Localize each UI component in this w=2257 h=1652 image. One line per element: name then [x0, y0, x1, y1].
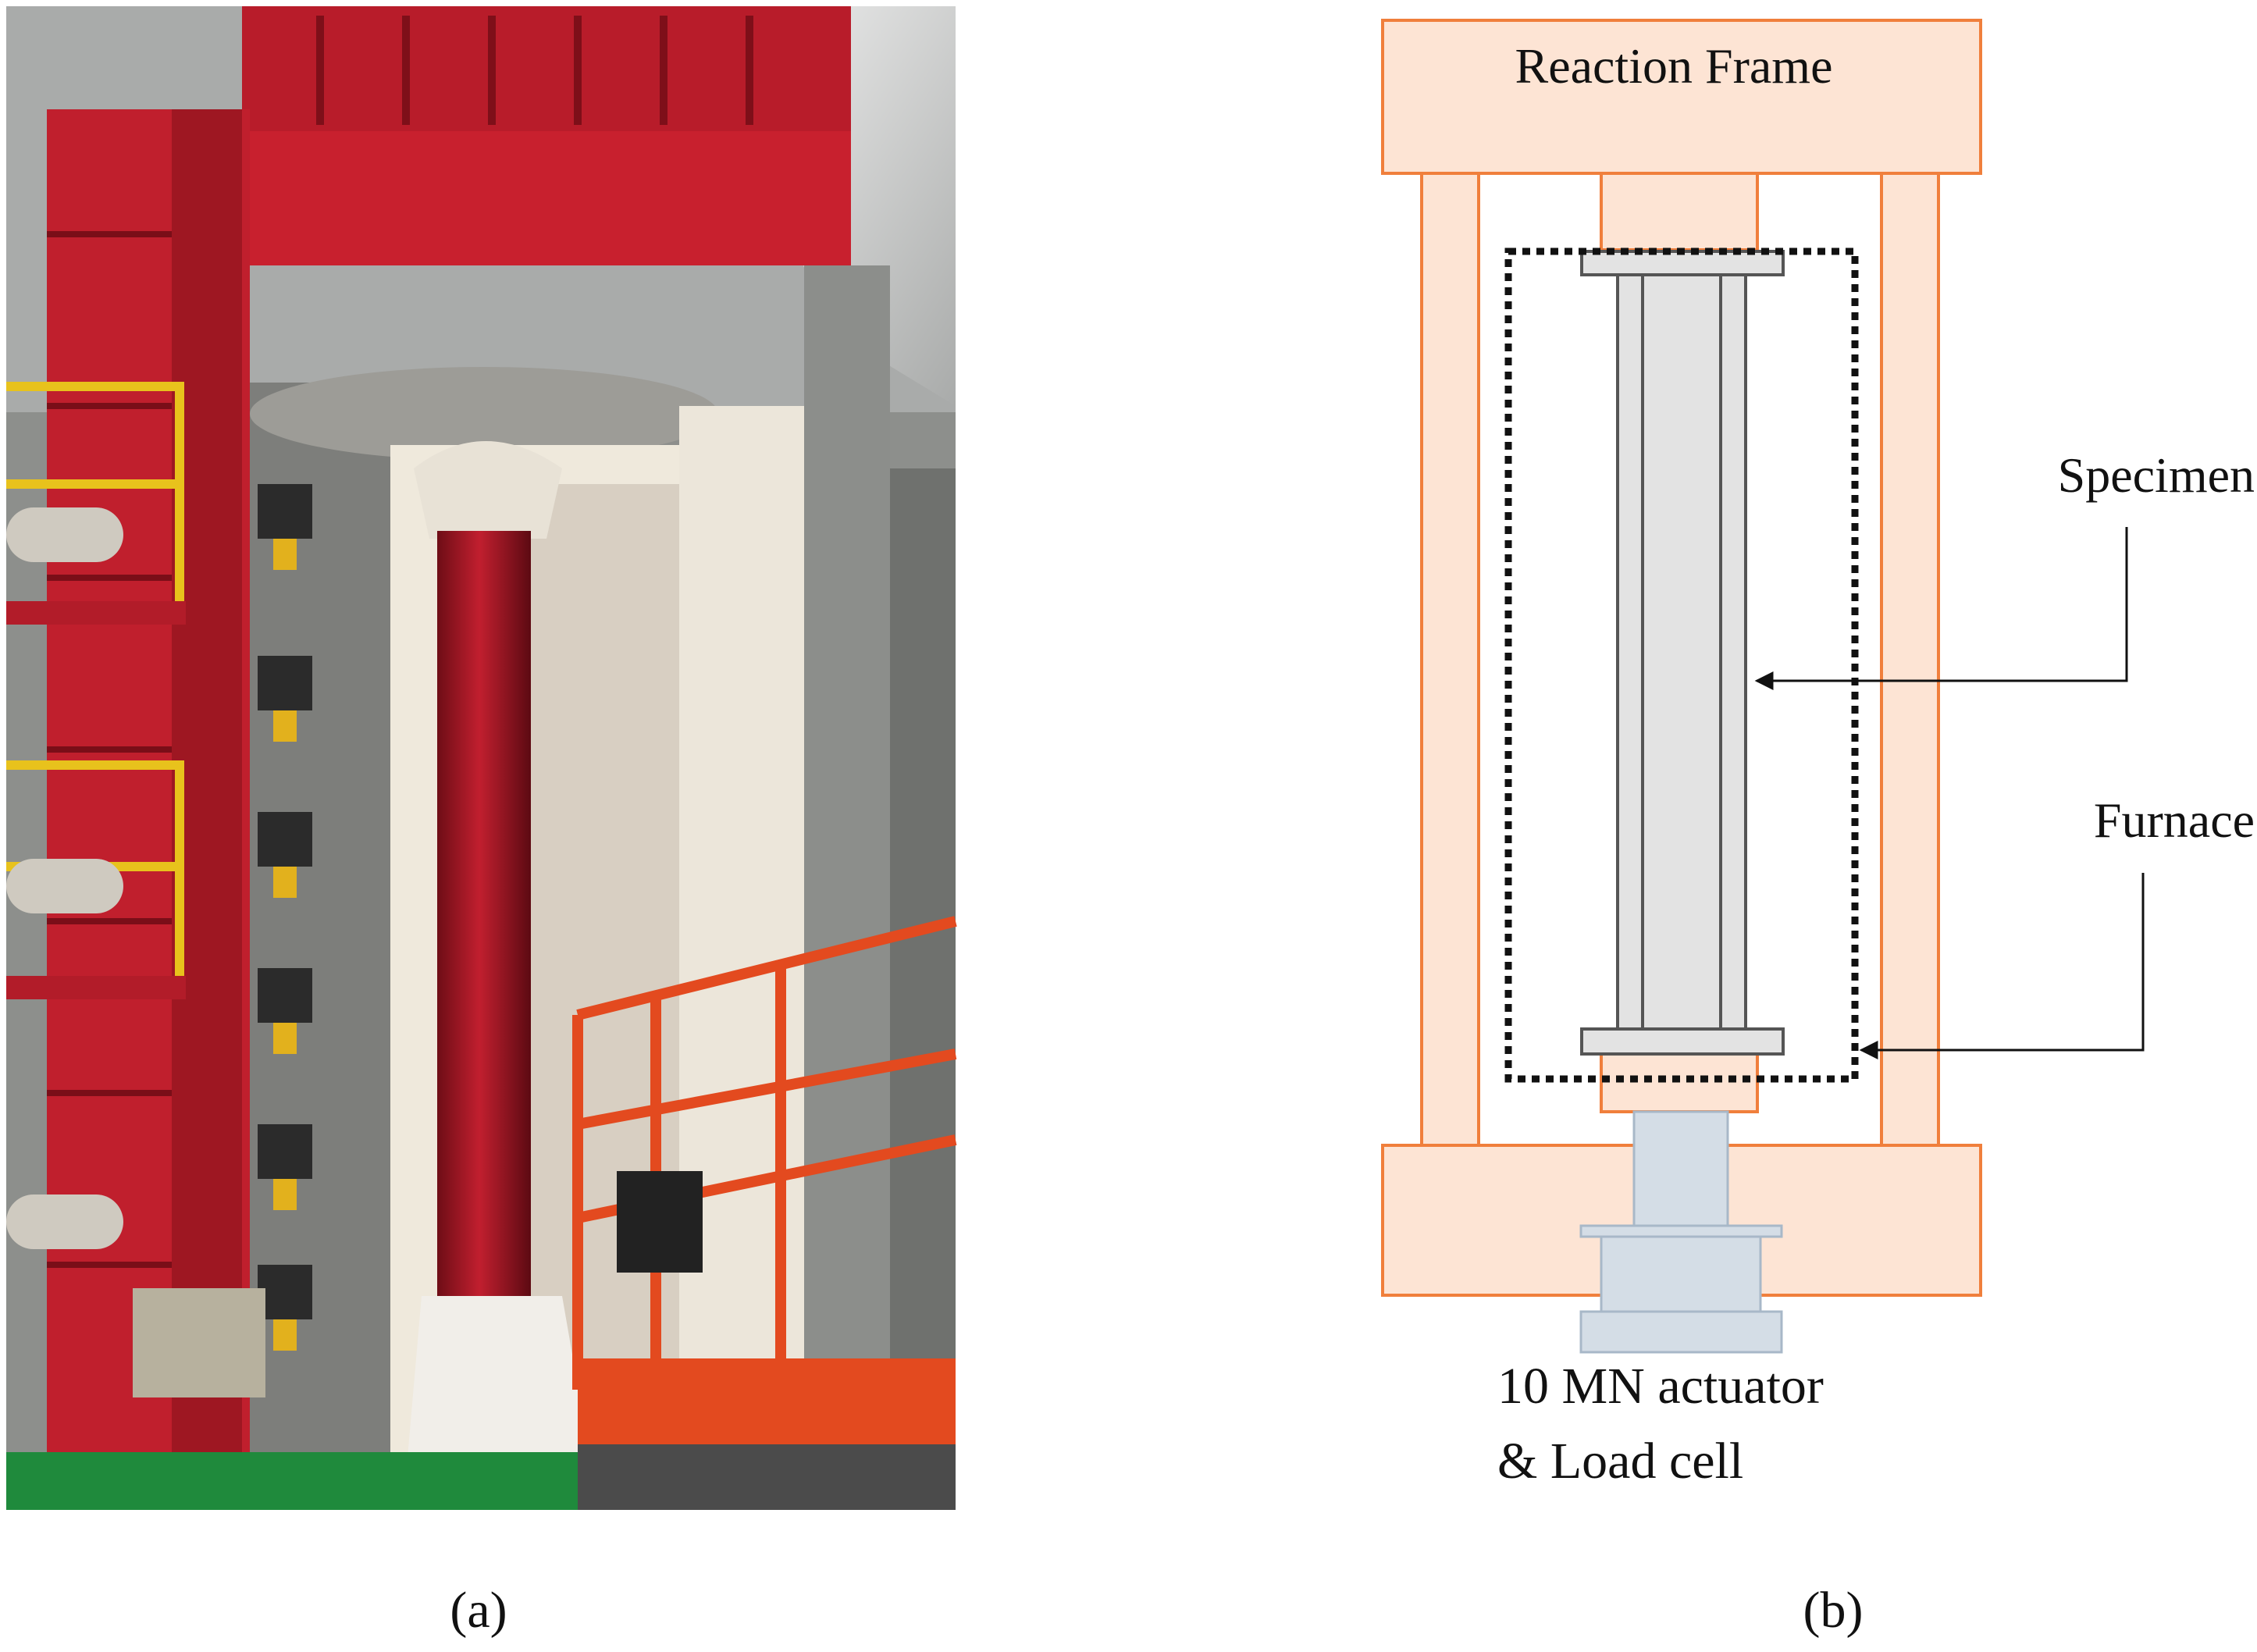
furnace-top-rim [250, 367, 718, 461]
girder-ribs [316, 16, 753, 125]
frame-top-girder [242, 6, 851, 131]
lift-wheels-area [578, 1444, 956, 1510]
reaction-frame-left-column [1420, 172, 1480, 1147]
furnace-leader-arrow [1859, 873, 2145, 1059]
column-ribs [47, 231, 172, 1268]
furnace-outline [1504, 247, 1859, 1083]
actuator-flange [1579, 1224, 1783, 1238]
specimen-top-plate [1580, 250, 1785, 276]
insulation-blanket [406, 1296, 593, 1476]
specimen-bottom-plate [1580, 1027, 1785, 1056]
panel-b-schematic: Reaction Frame Specimen Furnace 10 MN ac… [1381, 19, 2255, 1490]
panel-a-photo [6, 6, 957, 1510]
label-reaction-frame: Reaction Frame [1515, 38, 1833, 94]
reaction-frame-right-column [1880, 172, 1940, 1147]
specimen-left-flange [1616, 273, 1644, 1031]
platform-beams [6, 601, 186, 999]
label-actuator-line1: 10 MN actuator [1497, 1358, 1824, 1415]
lift-control-box [617, 1171, 703, 1273]
actuator-ram [1632, 1110, 1729, 1227]
label-specimen: Specimen [2058, 447, 2255, 503]
actuator-body [1600, 1235, 1762, 1313]
top-loading-plate [414, 441, 562, 539]
side-pipes [6, 507, 123, 1249]
lift-base [578, 1358, 956, 1444]
caption-panel-b: (b) [1803, 1582, 1864, 1639]
burners [258, 484, 312, 1351]
load-cell [1579, 1310, 1783, 1354]
floor-base [6, 1452, 578, 1510]
label-actuator-line2: & Load cell [1497, 1433, 1743, 1490]
label-furnace: Furnace [2094, 792, 2255, 848]
electrical-box [133, 1288, 265, 1397]
top-loading-stub [1600, 172, 1759, 251]
specimen-right-flange [1719, 273, 1747, 1031]
caption-panel-a: (a) [450, 1582, 507, 1639]
specimen-leader-arrow [1754, 527, 2128, 690]
furnace-door-frame [804, 265, 890, 1452]
reaction-frame-top [1381, 19, 1982, 175]
specimen-column-photo [437, 531, 531, 1312]
